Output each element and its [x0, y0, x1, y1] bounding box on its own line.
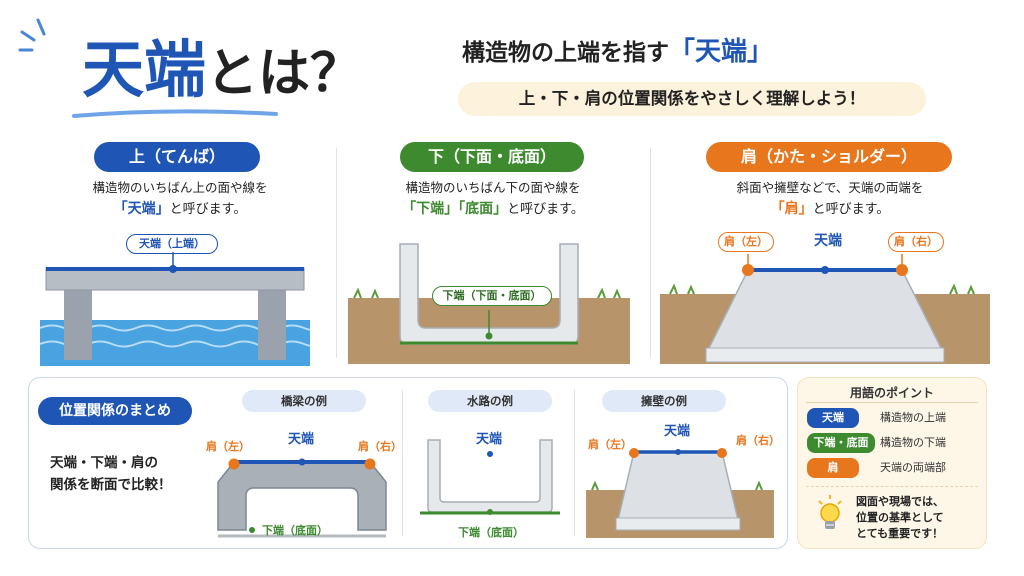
shoulder-desc-line1: 斜面や擁壁などで、天端の両端を [736, 180, 924, 195]
shoulder-pill: 肩（かた・ショルダー） [706, 142, 952, 172]
legend-text-shoulder: 天端の両端部 [880, 461, 946, 474]
divider [402, 390, 403, 536]
divider [650, 148, 651, 358]
channel-section [420, 439, 560, 515]
summary-text-line1: 天端・下端・肩の [50, 455, 158, 471]
top-desc-line1: 構造物のいちばん上の面や線を [92, 180, 268, 195]
bridge-bottom: 下端（底面） [262, 524, 328, 537]
bottom-desc-line2: 「下端」「底面」と呼びます。 [340, 199, 646, 220]
wall-shoulder-right: 肩（右） [736, 434, 780, 447]
legend-text-bottom: 構造物の下端 [880, 436, 946, 449]
shoulder-desc-rest: と呼びます。 [812, 202, 890, 217]
shoulder-tag-center: 天端 [814, 233, 842, 249]
shoulder-desc-key: 「肩」 [770, 201, 813, 217]
subtitle-key: 「天端」 [669, 37, 774, 67]
shoulder-desc-line2: 「肩」と呼びます。 [660, 199, 1000, 220]
legend-title: 用語のポイント [849, 386, 934, 400]
bridge-crest: 天端 [288, 432, 315, 447]
lightbulb-icon [818, 495, 842, 529]
embankment-illustration [660, 254, 990, 364]
subtitle: 構造物の上端を指す「天端」 [462, 36, 773, 69]
legend-chip-crest: 天端 [807, 408, 859, 428]
top-desc-line2: 「天端」と呼びます。 [30, 199, 330, 220]
title-key: 天端 [82, 33, 207, 106]
wall-example-title: 擁壁の例 [602, 390, 726, 412]
title-underline [72, 109, 278, 118]
top-desc-rest: と呼びます。 [169, 202, 247, 217]
bridge-illustration [40, 252, 310, 366]
bottom-desc-key: 「下端」「底面」 [402, 201, 508, 217]
legend-note-line1: 図面や現場では、 [856, 495, 944, 508]
summary-text-line2: 関係を断面で比較！ [50, 477, 172, 493]
legend-chip-shoulder: 肩 [807, 458, 859, 478]
wall-crest: 天端 [664, 424, 691, 439]
legend-divider [806, 402, 978, 403]
subtitle-banner: 上・下・肩の位置関係をやさしく理解しよう！ [458, 82, 926, 116]
wall-section [586, 448, 774, 538]
title-rest: とは？ [206, 44, 363, 104]
bottom-tag: 下端（下面・底面） [432, 286, 552, 306]
channel-crest: 天端 [476, 432, 503, 447]
spark-icon [18, 18, 46, 52]
channel-example-title: 水路の例 [428, 390, 552, 412]
top-desc-key: 「天端」 [113, 201, 170, 217]
divider [336, 148, 337, 358]
bridge-example-title: 橋梁の例 [242, 390, 366, 412]
legend-divider [806, 486, 978, 487]
bottom-desc-rest: と呼びます。 [507, 202, 584, 217]
legend-note-line3: とても重要です！ [856, 527, 944, 540]
legend-chip-bottom: 下端・底面 [807, 433, 875, 453]
shoulder-tag-left: 肩（左） [718, 232, 774, 252]
legend-note-line2: 位置の基準として [856, 511, 944, 524]
legend-text-crest: 構造物の上端 [880, 411, 946, 424]
bottom-desc-line1: 構造物のいちばん下の面や線を [405, 180, 581, 195]
bottom-pill: 下（下面・底面） [400, 142, 584, 172]
channel-bottom: 下端（底面） [458, 526, 524, 539]
subtitle-pre: 構造物の上端を指す [462, 40, 669, 66]
bridge-shoulder-right: 肩（右） [358, 440, 402, 453]
page-title: 天端とは？ [82, 32, 362, 112]
bridge-shoulder-left: 肩（左） [206, 440, 250, 453]
wall-shoulder-left: 肩（左） [588, 438, 632, 451]
shoulder-tag-right: 肩（右） [888, 232, 944, 252]
divider [574, 390, 575, 536]
summary-pill: 位置関係のまとめ [38, 397, 192, 425]
top-tag: 天端（上端） [126, 234, 218, 254]
top-pill: 上（てんば） [94, 142, 260, 172]
channel-illustration [348, 243, 630, 364]
bridge-section [217, 458, 387, 538]
